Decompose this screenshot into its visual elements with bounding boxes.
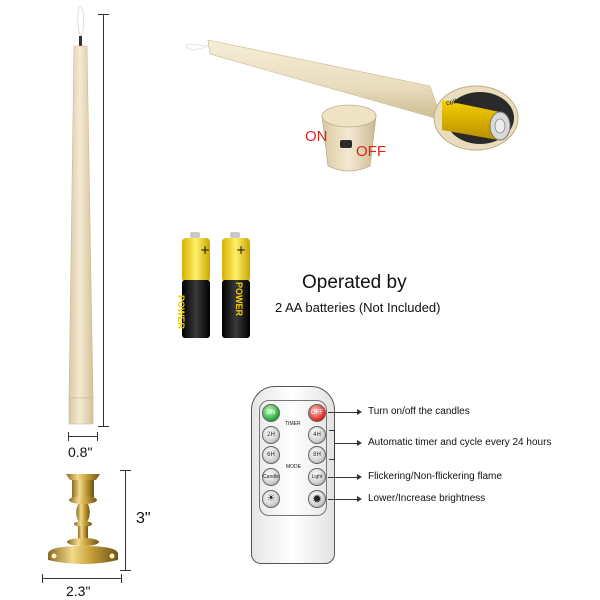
- operated-title: Operated by: [302, 272, 407, 293]
- taper-candle: [68, 5, 94, 425]
- operated-subtitle: 2 AA batteries (Not Included): [275, 300, 441, 315]
- remote-2h-button[interactable]: 2H: [262, 426, 280, 444]
- annotation-arrowhead-timer: [357, 440, 362, 446]
- remote-brightness-up-button[interactable]: ✹: [308, 490, 326, 508]
- holder-height-label: 3": [136, 510, 151, 527]
- candle-battery-view: [185, 39, 519, 151]
- svg-text:+: +: [236, 243, 246, 257]
- annotation-mode: Flickering/Non-flickering flame: [368, 471, 502, 482]
- remote-brightness-down-button[interactable]: ☀: [262, 490, 280, 508]
- holder-width-line: [42, 578, 122, 579]
- sun-small-icon: ☀: [266, 493, 276, 504]
- switch-cap: [321, 104, 377, 172]
- remote-timer-label: TIMER: [285, 421, 301, 427]
- annotation-arrow-timer: [335, 443, 358, 444]
- remote-8h-button[interactable]: 8H: [308, 446, 326, 464]
- battery-2-brand: POWER: [234, 282, 244, 317]
- annotation-arrow-brightness: [328, 499, 358, 500]
- holder-width-label: 2.3": [66, 583, 91, 599]
- holder-width-tick-right: [121, 574, 122, 583]
- remote-candle-button[interactable]: Candle: [262, 468, 280, 486]
- switch-on-label: ON: [305, 128, 328, 145]
- candle-width-line: [68, 436, 98, 437]
- holder-height-tick-top: [120, 470, 131, 471]
- candle-height-tick-top: [98, 14, 109, 15]
- candle-holder: [48, 474, 118, 564]
- remote-6h-button[interactable]: 6H: [262, 446, 280, 464]
- remote-off-button[interactable]: OFF: [308, 404, 326, 422]
- aa-batteries: + +: [182, 232, 250, 338]
- holder-height-tick-bottom: [120, 570, 131, 571]
- switch-off-label: OFF: [356, 143, 386, 160]
- remote-mode-label: MODE: [286, 464, 301, 470]
- holder-width-tick-left: [42, 574, 43, 583]
- annotation-arrow-power: [328, 412, 358, 413]
- svg-text:+: +: [200, 243, 210, 257]
- candle-width-tick-left: [68, 432, 69, 441]
- sun-large-icon: ✹: [311, 492, 323, 506]
- remote-light-button[interactable]: Light: [308, 468, 326, 486]
- annotation-arrowhead-mode: [357, 474, 362, 480]
- remote-panel: [259, 400, 327, 516]
- candle-height-tick-bottom: [98, 426, 109, 427]
- battery-1-brand: POWER: [176, 295, 186, 330]
- annotation-arrowhead-power: [357, 409, 362, 415]
- candle-width-tick-right: [97, 432, 98, 441]
- annotation-brightness: Lower/Increase brightness: [368, 493, 486, 504]
- annotation-timer: Automatic timer and cycle every 24 hours: [368, 437, 552, 448]
- candle-width-label: 0.8": [68, 444, 93, 460]
- flame-icon: [77, 5, 84, 37]
- annotation-arrowhead-brightness: [357, 496, 362, 502]
- annotation-bracket-timer: [329, 430, 335, 460]
- candle-height-line: [103, 14, 104, 426]
- holder-height-line: [125, 470, 126, 570]
- annotation-arrow-mode: [328, 477, 358, 478]
- remote-4h-button[interactable]: 4H: [308, 426, 326, 444]
- annotation-power: Turn on/off the candles: [368, 406, 470, 417]
- remote-on-button[interactable]: ON: [262, 404, 280, 422]
